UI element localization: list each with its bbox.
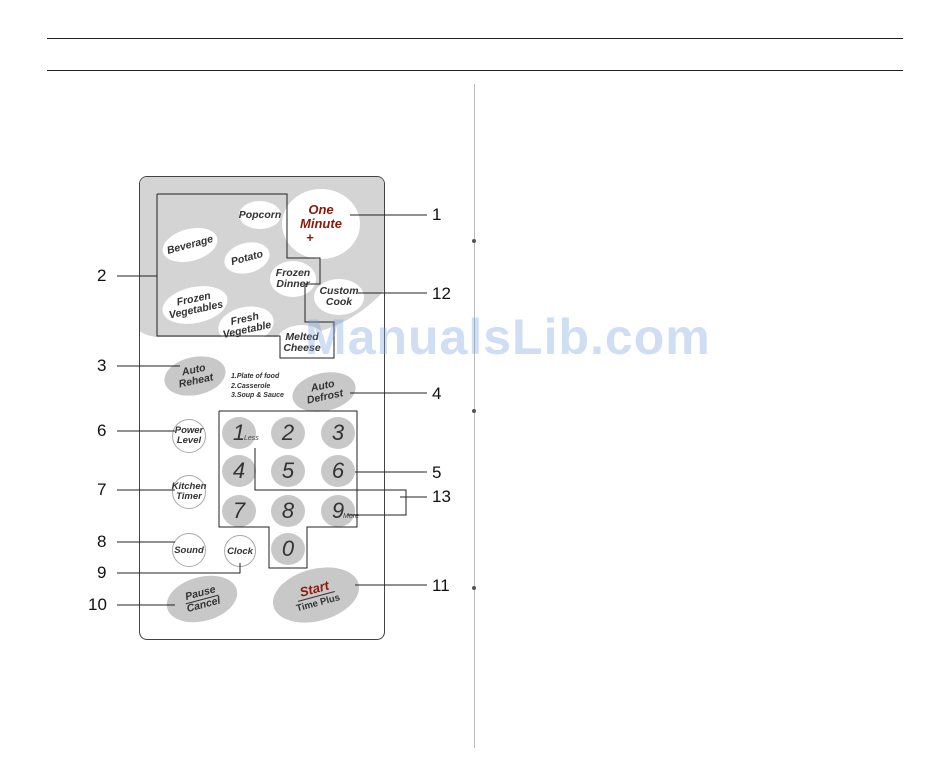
callout-1: 1 <box>432 205 442 224</box>
callout-7: 7 <box>97 480 107 499</box>
keypad-4[interactable]: 4 <box>222 455 256 487</box>
bullet-dot <box>472 586 476 590</box>
bullet-dot <box>472 409 476 413</box>
one-minute-plus: + <box>306 230 314 245</box>
callout-2: 2 <box>97 266 107 285</box>
callout-5: 5 <box>432 463 442 482</box>
callout-4: 4 <box>432 384 442 403</box>
keypad-7[interactable]: 7 <box>222 495 256 527</box>
control-panel: Popcorn One Minute + Beverage Potato Fro… <box>139 176 385 640</box>
callout-12: 12 <box>432 284 451 303</box>
one-minute-label-2: Minute <box>300 216 342 231</box>
column-divider <box>474 84 475 748</box>
callout-6: 6 <box>97 421 107 440</box>
keypad-9[interactable]: 9 <box>321 495 355 527</box>
callout-9: 9 <box>97 563 107 582</box>
bracket-less-more <box>254 448 407 516</box>
auto-reheat-options: 1.Plate of food 2.Casserole 3.Soup & Sau… <box>231 373 284 399</box>
top-rule-2 <box>47 70 903 71</box>
callout-8: 8 <box>97 532 107 551</box>
popcorn-button[interactable]: Popcorn <box>239 201 281 229</box>
keypad-5[interactable]: 5 <box>271 455 305 487</box>
leader-9 <box>117 563 241 574</box>
top-rule-1 <box>47 38 903 39</box>
keypad-0[interactable]: 0 <box>271 533 305 565</box>
keypad-8[interactable]: 8 <box>271 495 305 527</box>
one-minute-label-1: One <box>308 202 334 217</box>
keypad-1[interactable]: 1 <box>222 417 256 449</box>
one-minute-button[interactable]: One Minute + <box>282 189 360 259</box>
keypad-6[interactable]: 6 <box>321 455 355 487</box>
bracket-keypad <box>218 410 358 569</box>
watermark: ManualsLib.com <box>305 309 711 365</box>
bracket-auto-cook <box>156 193 335 359</box>
keypad-3[interactable]: 3 <box>321 417 355 449</box>
less-label: Less <box>244 435 259 442</box>
callout-10: 10 <box>88 595 107 614</box>
more-label: More <box>343 513 359 520</box>
sound-button[interactable]: Sound <box>172 533 206 567</box>
clock-button[interactable]: Clock <box>224 535 256 567</box>
callout-3: 3 <box>97 356 107 375</box>
bullet-dot <box>472 239 476 243</box>
callout-11: 11 <box>432 576 450 595</box>
keypad-2[interactable]: 2 <box>271 417 305 449</box>
callout-13: 13 <box>432 487 451 506</box>
